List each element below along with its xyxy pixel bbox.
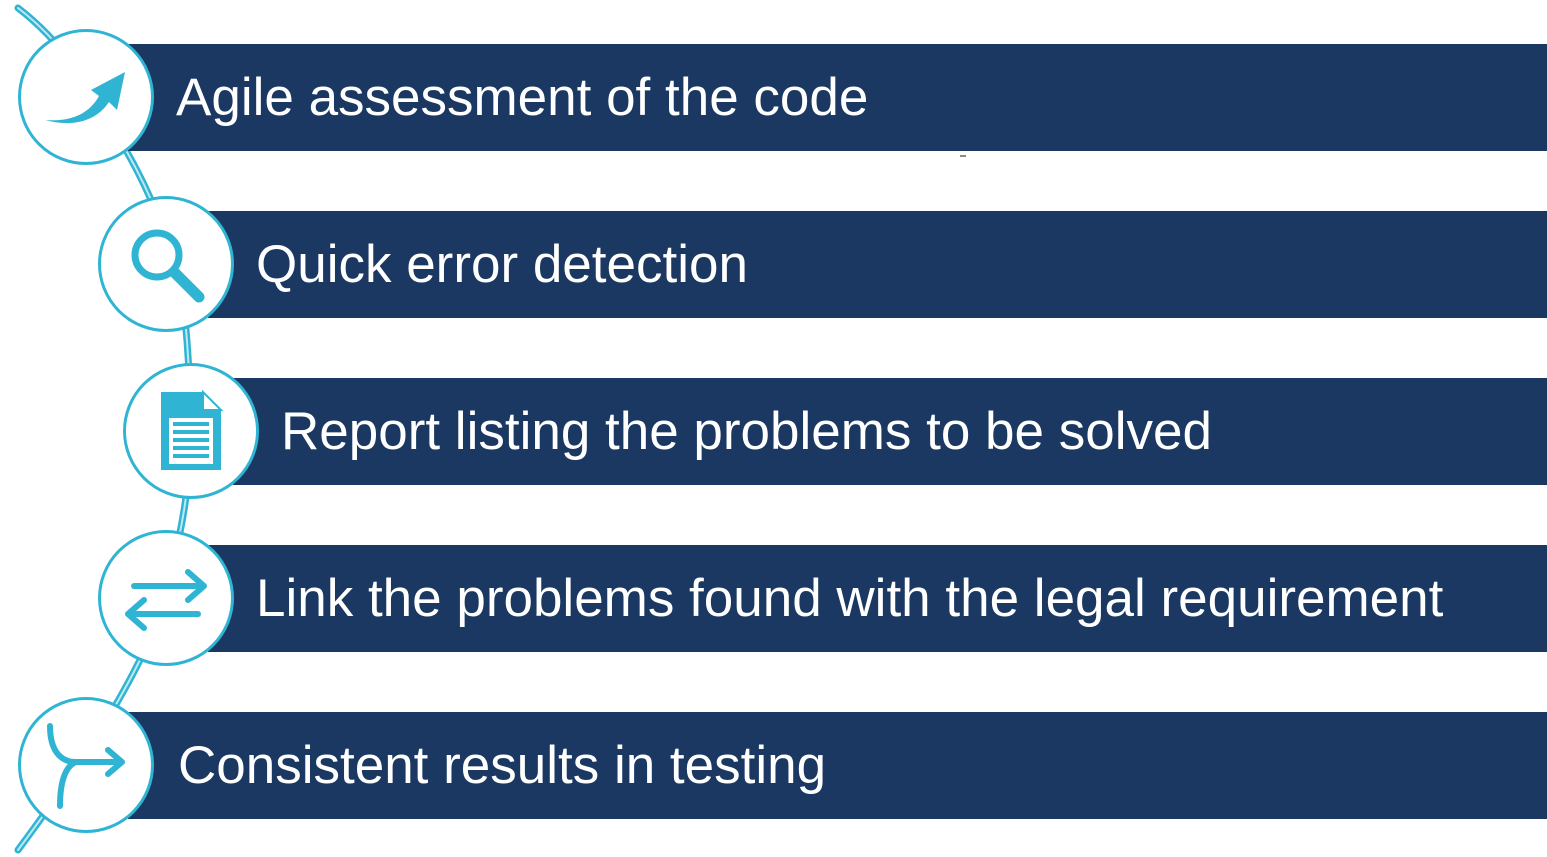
step-circle-4	[98, 530, 234, 666]
step-label-1: Agile assessment of the code	[176, 68, 869, 127]
step-bar-5: Consistent results in testing	[128, 712, 1547, 819]
step-bar-4: Link the problems found with the legal r…	[208, 545, 1547, 652]
step-circle-3	[123, 363, 259, 499]
exchange-arrows-icon	[125, 569, 207, 631]
step-label-2: Quick error detection	[256, 235, 748, 294]
step-circle-1	[18, 29, 154, 165]
magnifier-icon	[131, 229, 205, 303]
step-bar-1: Agile assessment of the code	[128, 44, 1547, 151]
step-bar-3: Report listing the problems to be solved	[233, 378, 1547, 485]
document-icon	[161, 389, 224, 470]
step-bar-2: Quick error detection	[208, 211, 1547, 318]
step-label-4: Link the problems found with the legal r…	[256, 569, 1444, 628]
merge-arrow-icon	[47, 723, 125, 809]
stray-mark	[960, 155, 966, 157]
trend-arrow-icon	[45, 72, 125, 124]
step-label-5: Consistent results in testing	[178, 736, 827, 795]
step-label-3: Report listing the problems to be solved	[281, 402, 1212, 461]
step-circle-2	[98, 196, 234, 332]
step-circle-5	[18, 697, 154, 833]
